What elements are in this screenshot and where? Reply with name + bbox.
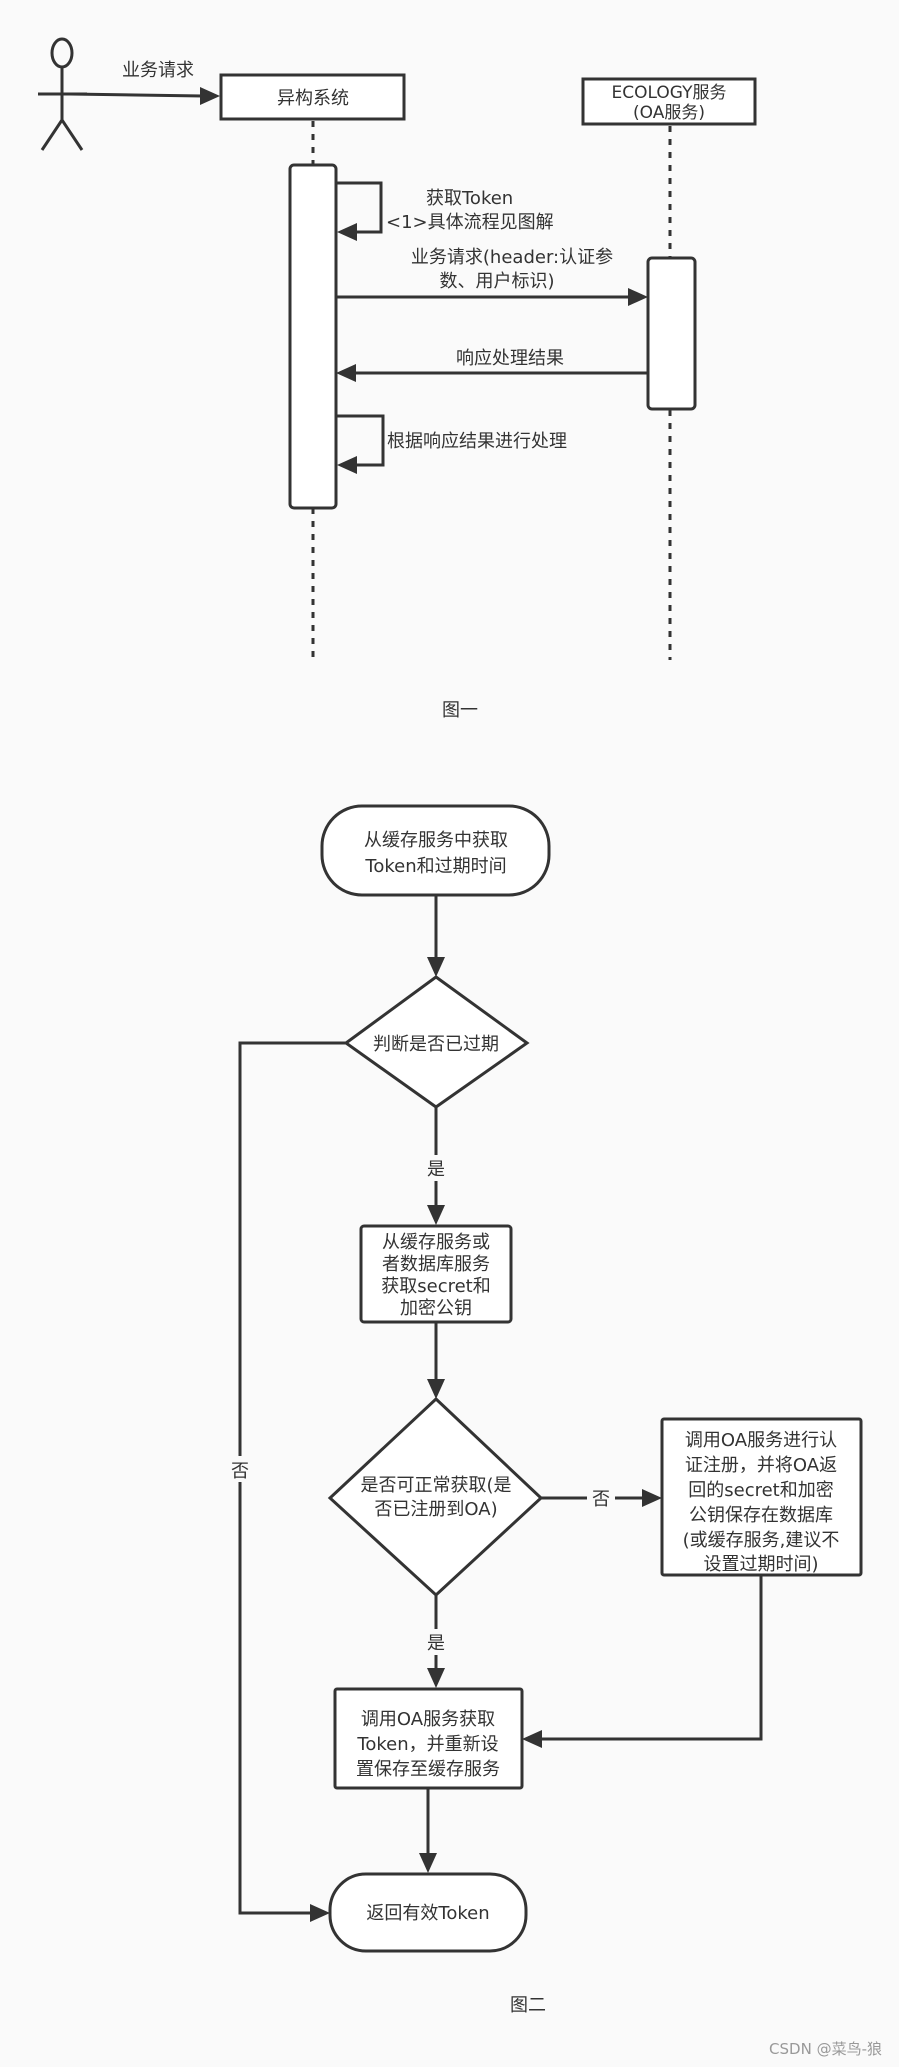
- flow-register-to-call-oa-head: [522, 1730, 542, 1748]
- response-label: 响应处理结果: [456, 348, 564, 369]
- figure-1-caption: 图一: [442, 700, 478, 721]
- business-request-label-1: 业务请求(header:认证参: [411, 247, 613, 268]
- response-arrow: [336, 364, 648, 382]
- hetero-system-label: 异构系统: [277, 88, 349, 109]
- no2-label-bg: [587, 1487, 615, 1511]
- decision-can-obtain-label-2: 否已注册到OA): [374, 1499, 497, 1520]
- yes2-label-bg: [422, 1629, 450, 1655]
- ecology-service-label-2: (OA服务): [633, 103, 705, 123]
- register-label-6: 设置过期时间): [703, 1554, 818, 1575]
- flow-secret-to-decision-head: [427, 1379, 445, 1399]
- get-token-label-2: <1>具体流程见图解: [386, 212, 554, 233]
- get-secret-label-2: 者数据库服务: [382, 1254, 490, 1275]
- figure-2-flowchart: 从缓存服务中获取 Token和过期时间 判断是否已过期 是 否 从缓存服务或 者…: [226, 804, 863, 2016]
- decision-can-obtain: [327, 1396, 544, 1598]
- flow-expired-yes-head: [427, 1205, 445, 1225]
- flow-obtain-yes-head: [427, 1668, 445, 1688]
- hetero-activation-bar: [288, 163, 338, 510]
- end-terminal: [328, 1872, 528, 1953]
- no1-label-bg: [226, 1456, 254, 1482]
- decision-can-obtain-label-1: 是否可正常获取(是: [360, 1475, 511, 1496]
- flow-expired-no: [238, 1041, 346, 1915]
- ecology-service-label-1: ECOLOGY服务: [612, 83, 727, 103]
- process-self-loop: [336, 414, 385, 474]
- business-request-arrow: [336, 288, 648, 306]
- no1-label: 否: [231, 1461, 249, 1482]
- no2-label: 否: [592, 1489, 610, 1510]
- call-oa-label-2: Token，并重新设: [356, 1734, 498, 1755]
- actor-request-arrow: [69, 87, 220, 105]
- process-label: 根据响应结果进行处理: [387, 431, 567, 452]
- start-label-2: Token和过期时间: [364, 856, 506, 877]
- register-label-3: 回的secret和加密: [688, 1480, 834, 1501]
- register-label-4: 公钥保存在数据库: [689, 1505, 833, 1526]
- ecology-service-box: [581, 77, 757, 126]
- hetero-system-box: [219, 73, 406, 121]
- get-token-label-1: 获取Token: [426, 188, 513, 209]
- get-secret-label-4: 加密公钥: [400, 1298, 472, 1319]
- yes1-label: 是: [427, 1159, 445, 1180]
- call-oa-label-3: 置保存至缓存服务: [356, 1759, 500, 1780]
- register-label-1: 调用OA服务进行认: [685, 1430, 837, 1451]
- business-request-label-2: 数、用户标识): [439, 271, 554, 292]
- actor-request-label: 业务请求: [122, 60, 194, 81]
- flow-start-to-decision-head: [427, 957, 445, 977]
- call-oa-label-1: 调用OA服务获取: [361, 1709, 495, 1730]
- yes2-label: 是: [427, 1633, 445, 1654]
- csdn-watermark: CSDN @菜鸟-狼: [769, 2040, 882, 2058]
- start-label-1: 从缓存服务中获取: [364, 830, 508, 851]
- get-token-self-loop: [336, 181, 383, 241]
- register-label-5: (或缓存服务,建议不: [683, 1530, 840, 1551]
- figure-2-caption: 图二: [510, 1995, 546, 2016]
- get-secret-label-3: 获取secret和: [381, 1276, 491, 1297]
- flow-call-oa-to-end-head: [419, 1853, 437, 1873]
- get-secret-label-1: 从缓存服务或: [382, 1232, 490, 1253]
- end-label: 返回有效Token: [366, 1903, 489, 1924]
- yes1-label-bg: [422, 1155, 450, 1181]
- flow-obtain-no-head: [642, 1489, 662, 1507]
- register-label-2: 证注册，并将OA返: [685, 1455, 837, 1476]
- decision-expired-label: 判断是否已过期: [373, 1034, 499, 1055]
- flow-register-to-call-oa: [540, 1575, 763, 1741]
- flow-expired-no-head: [310, 1904, 330, 1922]
- figure-1-sequence: 业务请求 异构系统 ECOLOGY服务 (OA服务) 获取Token <1>具体…: [38, 37, 757, 721]
- ecology-activation-bar: [646, 256, 697, 411]
